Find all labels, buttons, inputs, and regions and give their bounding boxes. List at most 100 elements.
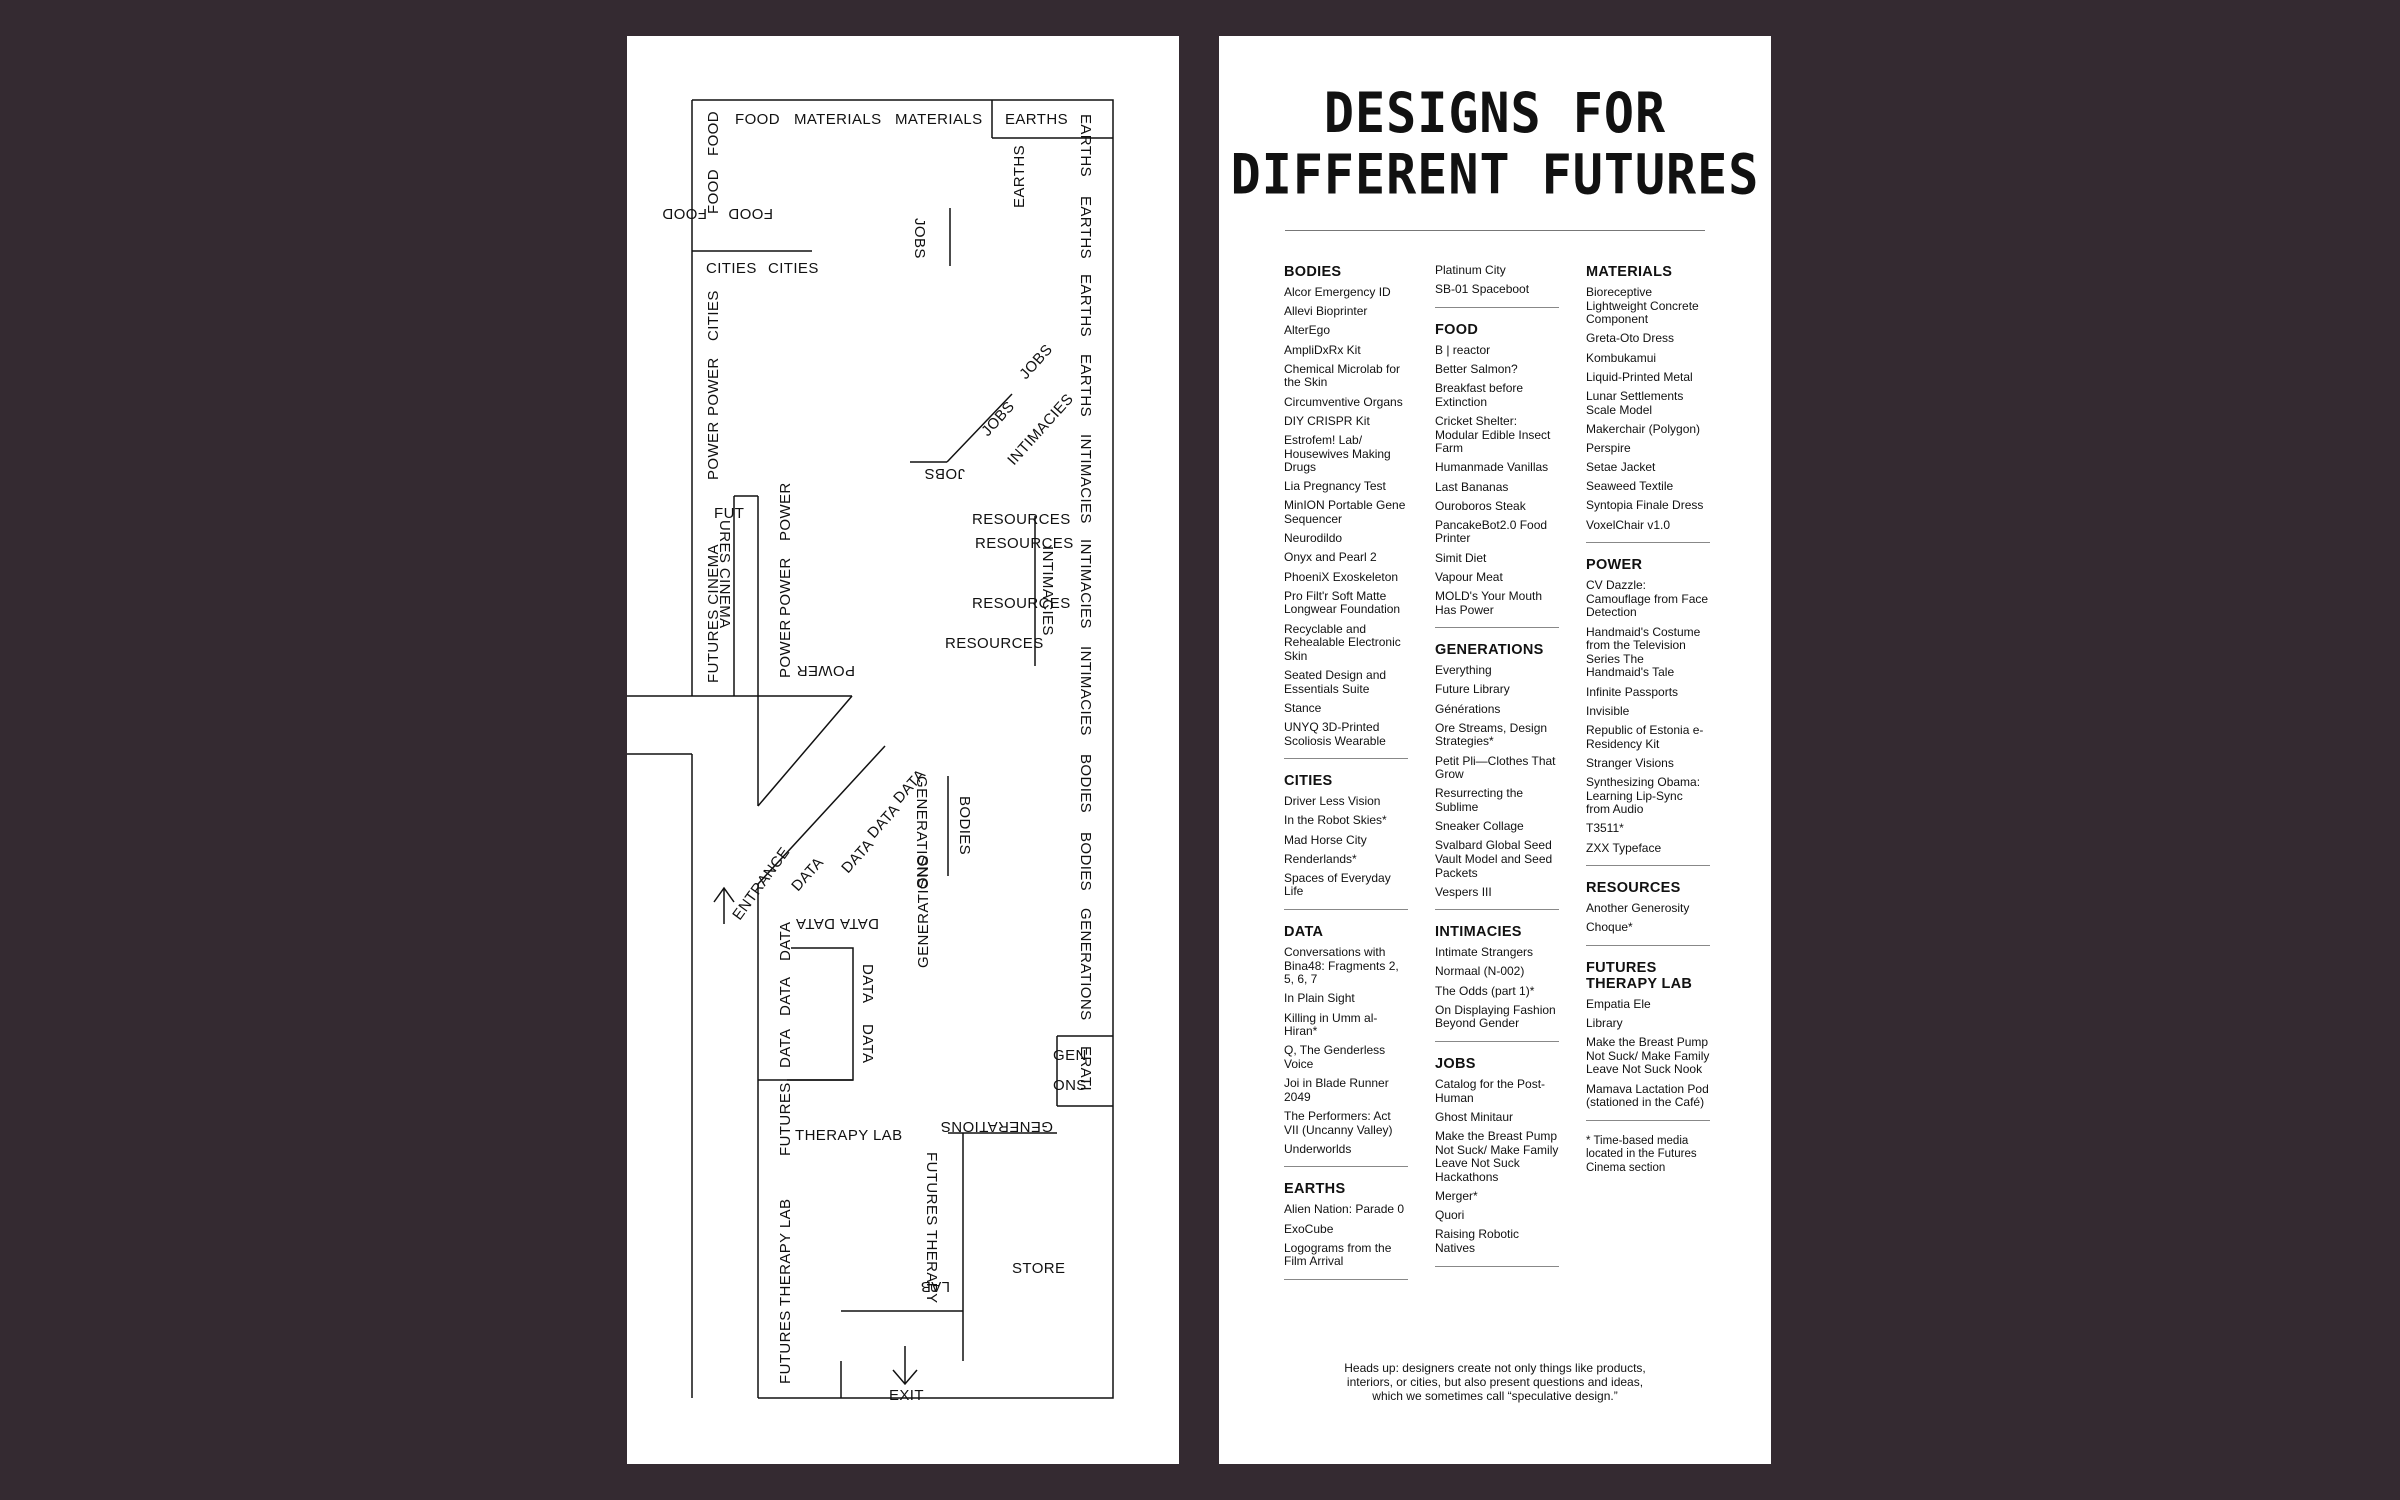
section-divider <box>1284 1278 1408 1280</box>
exhibit-item: PancakeBot2.0 Food Printer <box>1435 517 1548 546</box>
exhibit-item: Kombukamui <box>1586 350 1657 365</box>
exhibit-item: Alcor Emergency ID <box>1284 285 1391 299</box>
exhibit-item: Choque* <box>1586 920 1633 935</box>
section-items: Driver Less Vision In the Robot Skies* Mad… <box>1284 795 1408 899</box>
exhibit-item: Logograms from the Film Arrival <box>1284 1240 1392 1269</box>
exhibit-item: Liquid-Printed Metal <box>1586 369 1693 384</box>
exhibit-item: Mamava Lactation Pod (stationed in the C… <box>1586 1081 1709 1110</box>
exhibit-item: Breakfast before Extinction <box>1435 381 1524 409</box>
section-items: Bioreceptive Lightweight Concrete Compon… <box>1586 285 1710 532</box>
exhibit-item: Perspire <box>1586 440 1631 455</box>
zone-label: BODIES <box>1077 754 1094 814</box>
section-divider <box>1435 306 1559 308</box>
zone-label: FUTURES <box>777 1082 794 1156</box>
exhibit-item: Another Generosity <box>1586 901 1690 916</box>
exhibit-item: ExoCube <box>1284 1221 1334 1236</box>
exhibit-item: Lunar Settlements Scale Model <box>1586 388 1684 417</box>
exhibit-item: UNYQ 3D-Printed Scoliosis Wearable <box>1284 719 1386 748</box>
exhibit-item: ZXX Typeface <box>1586 840 1662 855</box>
exhibit-item: Neurodildo <box>1284 531 1343 546</box>
exhibit-item: Vespers III <box>1435 884 1492 899</box>
exhibit-item: Cricket Shelter: Modular Edible Insect F… <box>1435 413 1551 456</box>
exhibit-item: Lia Pregnancy Test <box>1284 479 1386 494</box>
exhibit-item: Future Library <box>1435 682 1510 697</box>
zone-label: GEN <box>1053 1047 1087 1064</box>
page-title: DESIGNS FOR DIFFERENT FUTURES <box>1219 82 1771 205</box>
section-divider <box>1284 909 1408 911</box>
zone-label: RESOURCES <box>945 635 1044 652</box>
zone-label: EARTHS <box>1077 274 1094 337</box>
exhibit-item: Platinum City <box>1435 263 1506 277</box>
zone-label: POWER <box>796 662 855 679</box>
exhibit-item: Ouroboros Steak <box>1435 498 1526 513</box>
exhibit-item: Empatia Ele <box>1586 996 1651 1011</box>
exhibit-item: Syntopia Finale Dress <box>1586 498 1704 513</box>
exhibit-item: PhoeniX Exoskeleton <box>1284 569 1399 584</box>
section-title: JOBS <box>1435 1056 1476 1073</box>
section-title: DATA <box>1284 924 1324 941</box>
exhibit-item: Joi in Blade Runner 2049 <box>1284 1076 1389 1104</box>
zone-label: RESOURCES <box>972 511 1071 528</box>
exhibit-item: Mad Horse City <box>1284 832 1367 847</box>
exhibit-item: Onyx and Pearl 2 <box>1284 550 1377 565</box>
exhibit-item: Republic of Estonia e-Residency Kit <box>1586 722 1704 751</box>
exhibit-item: MinION Portable Gene Sequencer <box>1284 498 1406 527</box>
exhibit-item: MOLD's Your Mouth Has Power <box>1435 589 1543 617</box>
exhibit-item: Pro Filt'r Soft Matte Longwear Foundatio… <box>1284 588 1401 617</box>
zone-label: FUTURES CINEMA <box>705 544 722 683</box>
section-title: CITIES <box>1284 773 1333 790</box>
exhibit-item: Make the Breast Pump Not Suck/ Make Fami… <box>1435 1129 1559 1184</box>
exhibit-item: Killing in Umm al-Hiran* <box>1284 1010 1378 1039</box>
exhibit-item: Merger* <box>1435 1188 1478 1203</box>
exhibit-item: Seaweed Textile <box>1586 479 1674 494</box>
exhibit-item: Conversations with Bina48: Fragments 2, … <box>1284 945 1399 987</box>
zone-label: MATERIALS <box>794 111 882 128</box>
section-cities: CITIES Driver Less Vision In the Robot Ski… <box>1284 773 1408 911</box>
zone-label: CITIES <box>705 290 722 341</box>
zone-label: FOOD <box>735 111 780 128</box>
exhibit-item: Ghost Minitaur <box>1435 1109 1514 1124</box>
section-items: Conversations with Bina48: Fragments 2, … <box>1284 945 1408 1156</box>
exhibit-item: In the Robot Skies* <box>1284 813 1387 828</box>
exhibit-item: Renderlands* <box>1284 851 1357 866</box>
zone-label: DATA <box>777 976 794 1016</box>
exhibit-item: Catalog for the Post-Human <box>1435 1077 1546 1105</box>
exhibit-item: Intimate Strangers <box>1435 945 1534 960</box>
zone-label: DATA <box>859 1024 876 1064</box>
time-based-media-note: * Time-based media located in the Future… <box>1586 1134 1697 1174</box>
exhibit-item: Resurrecting the Sublime <box>1435 786 1524 814</box>
title-line-2: DIFFERENT FUTURES <box>1230 142 1760 207</box>
section-divider <box>1284 758 1408 760</box>
exhibit-item: Q, The Genderless Voice <box>1284 1043 1386 1071</box>
exhibit-item: Make the Breast Pump Not Suck/ Make Fami… <box>1586 1035 1710 1077</box>
section-divider <box>1586 1119 1710 1121</box>
section-items: CV Dazzle: Camouflage from Face Detectio… <box>1586 578 1710 855</box>
zone-label: DATA <box>777 921 794 961</box>
zone-label: DATA <box>859 964 876 1004</box>
section-divider <box>1435 909 1559 911</box>
section-divider <box>1284 1166 1408 1168</box>
exhibit-item: In Plain Sight <box>1284 991 1355 1006</box>
zone-label: GENERATIONS <box>915 855 932 968</box>
zone-label: FUTURES THERAPY LAB <box>777 1198 794 1384</box>
exhibit-item: CV Dazzle: Camouflage from Face Detectio… <box>1586 578 1709 620</box>
exhibit-item: Allevi Bioprinter <box>1284 304 1368 319</box>
zone-label: FOOD <box>728 205 773 222</box>
exhibit-item: Everything <box>1435 663 1492 678</box>
exhibit-item: Last Bananas <box>1435 479 1509 494</box>
exhibit-item: Driver Less Vision <box>1284 794 1381 809</box>
zone-label: POWER <box>777 482 794 541</box>
